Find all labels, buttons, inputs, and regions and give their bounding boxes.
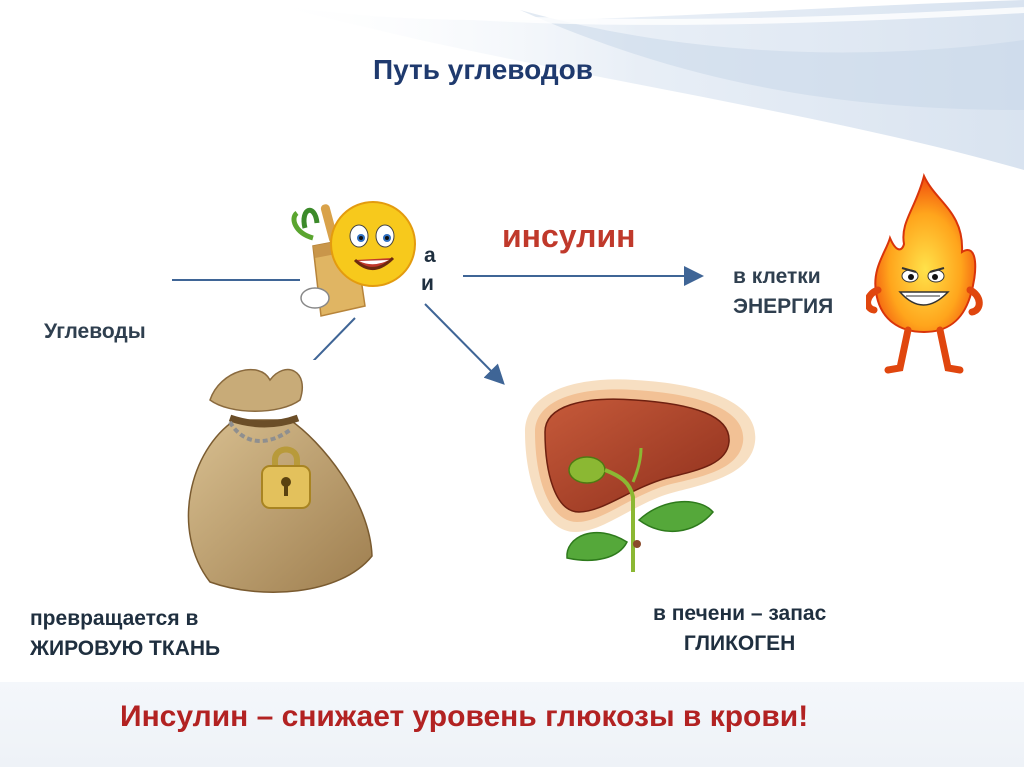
fat-line2: ЖИРОВУЮ ТКАНЬ [30, 637, 221, 660]
liver-glycogen-label: в печени – запас ГЛИКОГЕН [653, 599, 826, 659]
liver-icon [515, 372, 765, 582]
cells-energy-label: в клетки ЭНЕРГИЯ [733, 262, 833, 322]
hidden-text-fragment: и [421, 272, 434, 295]
conclusion-text: Инсулин – снижает уровень глюкозы в кров… [120, 700, 809, 733]
insulin-label: инсулин [502, 218, 636, 254]
slide-title: Путь углеводов [373, 54, 593, 85]
cells-line1: в клетки [733, 265, 821, 288]
money-bag-padlock-icon [150, 360, 390, 610]
carbs-label: Углеводы [44, 320, 146, 343]
fat-line1: превращается в [30, 607, 199, 630]
liver-line2: ГЛИКОГЕН [683, 632, 796, 655]
footer-bar [0, 682, 1024, 767]
arrow-to-liver [424, 303, 505, 385]
cells-line2: ЭНЕРГИЯ [733, 295, 834, 318]
smiley-grocery-icon [291, 201, 416, 317]
hidden-text-fragment: а [424, 244, 436, 267]
liver-line1: в печени – запас [653, 602, 827, 625]
fire-character-icon [866, 173, 983, 374]
fat-tissue-label: превращается в ЖИРОВУЮ ТКАНЬ [30, 604, 220, 664]
